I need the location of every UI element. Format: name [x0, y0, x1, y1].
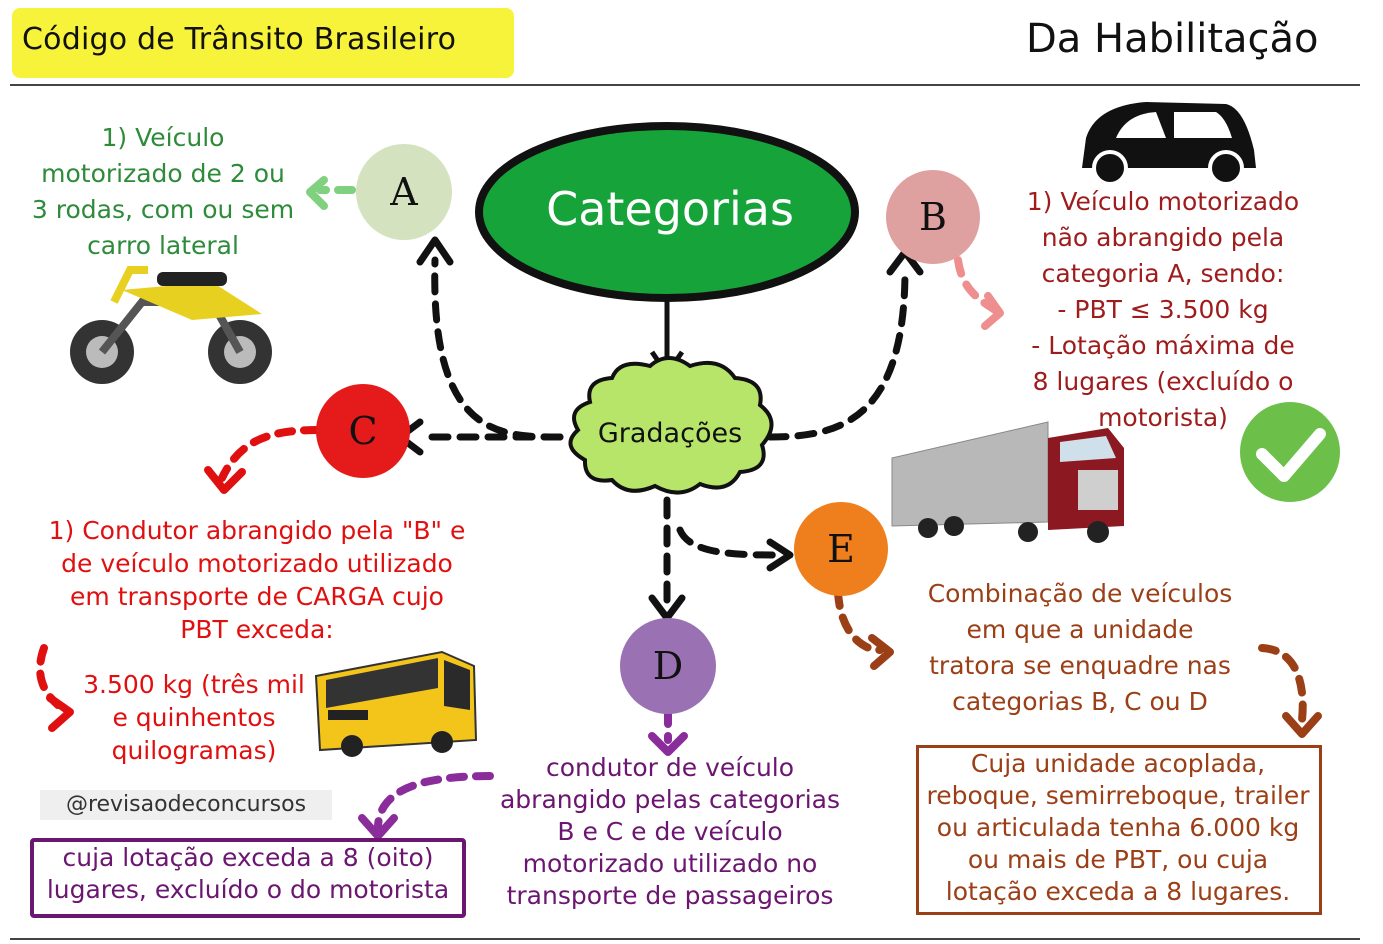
text-line: não abrangido pela [1041, 223, 1285, 252]
connector-to-e [676, 526, 784, 559]
d-extra-link [374, 772, 494, 830]
motorcycle-icon [70, 266, 272, 384]
category-c-extra: 3.500 kg (três mil e quinhentos quilogra… [78, 668, 310, 767]
text-line: reboque, semirreboque, trailer [926, 781, 1310, 810]
text-line: 1) Condutor abrangido pela "B" e [48, 516, 466, 545]
truck-icon [891, 421, 1124, 543]
gradations-cloud [568, 356, 774, 495]
text-line: abrangido pelas categorias [499, 785, 841, 814]
text-line: Cuja unidade acoplada, [970, 749, 1266, 778]
category-d-description: condutor de veículo abrangido pelas cate… [480, 752, 860, 912]
text-line: Combinação de veículos [927, 579, 1233, 608]
text-line: ou articulada tenha 6.000 kg [936, 813, 1300, 842]
category-a-description: 1) Veículo motorizado de 2 ou 3 rodas, c… [10, 120, 316, 264]
c-text-link [218, 426, 322, 482]
text-line: e quinhentos [112, 703, 276, 732]
bus-icon [314, 650, 478, 757]
text-line: motorizado de 2 ou [41, 159, 285, 188]
categories-ellipse [475, 122, 859, 302]
text-line: condutor de veículo [545, 753, 795, 782]
text-line: motorizado utilizado no [522, 849, 818, 878]
text-line: em transporte de CARGA cujo [70, 582, 444, 611]
category-d-extra: cuja lotação exceda a 8 (oito) lugares, … [34, 842, 462, 906]
e-text-link [834, 588, 884, 654]
b-text-link [954, 256, 999, 314]
text-line: categoria A, sendo: [1041, 259, 1285, 288]
page-title: Código de Trânsito Brasileiro [22, 22, 457, 57]
category-b-circle: B [886, 170, 980, 264]
text-line: - PBT ≤ 3.500 kg [1057, 295, 1269, 324]
connector-to-a [431, 256, 564, 441]
category-d-extra-box [30, 838, 466, 918]
credit-handle: @revisaodeconcursos [40, 790, 332, 820]
top-divider [10, 84, 1360, 86]
text-line: em que a unidade [966, 615, 1194, 644]
text-line: PBT exceda: [180, 615, 334, 644]
text-line: 1) Veículo [101, 123, 225, 152]
text-line: categorias B, C ou D [952, 687, 1208, 716]
categories-label: Categorias [546, 182, 794, 236]
gradations-label: Gradações [597, 418, 743, 449]
text-line: lotação exceda a 8 lugares. [945, 877, 1291, 906]
text-line: de veículo motorizado utilizado [61, 549, 453, 578]
text-line: B e C e de veículo [557, 817, 783, 846]
text-line: 3.500 kg (três mil [83, 670, 305, 699]
text-line: motorista) [1098, 403, 1228, 432]
bottom-divider [10, 938, 1360, 940]
text-line: transporte de passageiros [506, 881, 834, 910]
text-line: ou mais de PBT, ou cuja [967, 845, 1269, 874]
e-extra-link [1258, 644, 1307, 724]
category-e-description: Combinação de veículos em que a unidade … [880, 576, 1280, 720]
text-line: carro lateral [87, 231, 239, 260]
checkmark-icon [1240, 402, 1340, 502]
text-line: quilogramas) [111, 736, 277, 765]
car-icon [1082, 102, 1256, 186]
category-b-description: 1) Veículo motorizado não abrangido pela… [990, 184, 1336, 436]
text-line: 3 rodas, com ou sem [31, 195, 295, 224]
category-c-circle: C [316, 384, 410, 478]
category-e-extra-box [916, 745, 1322, 915]
category-c-description: 1) Condutor abrangido pela "B" e de veíc… [22, 514, 492, 646]
text-line: lugares, excluído o do motorista [46, 875, 450, 904]
category-a-circle: A [356, 144, 452, 240]
connector-to-b [766, 266, 909, 441]
text-line: - Lotação máxima de [1031, 331, 1295, 360]
text-line: 8 lugares (excluído o [1032, 367, 1294, 396]
page-subject: Da Habilitação [1026, 16, 1319, 62]
text-line: cuja lotação exceda a 8 (oito) [62, 843, 434, 872]
category-d-circle: D [620, 618, 716, 714]
category-e-circle: E [794, 502, 888, 596]
title-highlight [12, 8, 514, 78]
text-line: 1) Veículo motorizado [1026, 187, 1300, 216]
text-line: tratora se enquadre nas [929, 651, 1231, 680]
category-e-extra: Cuja unidade acoplada, reboque, semirreb… [918, 748, 1318, 908]
